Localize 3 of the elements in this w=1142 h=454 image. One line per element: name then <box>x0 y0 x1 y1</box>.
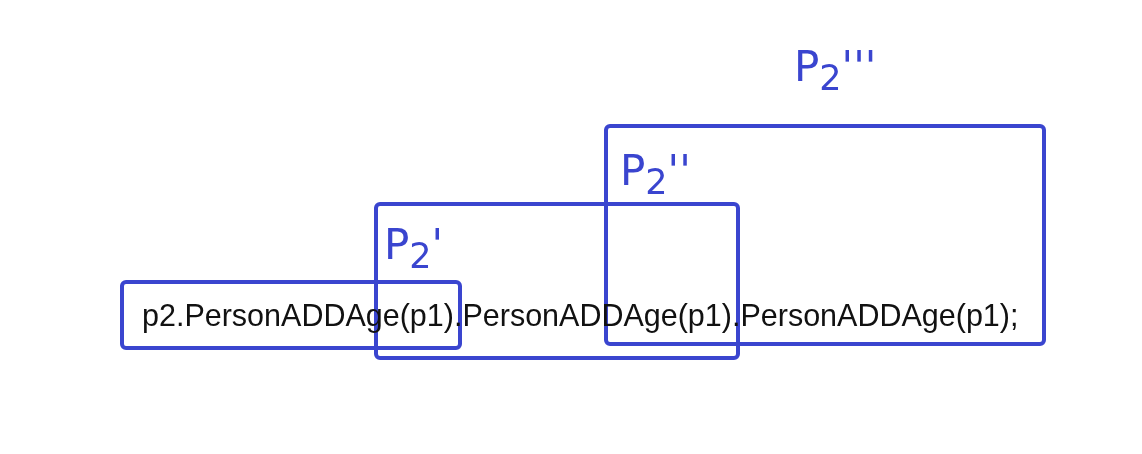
box-label: P$_{2}$' <box>384 224 444 275</box>
box-label: P$_{2}$'' <box>620 150 691 201</box>
box-label: P$_{2}$''' <box>794 46 877 97</box>
